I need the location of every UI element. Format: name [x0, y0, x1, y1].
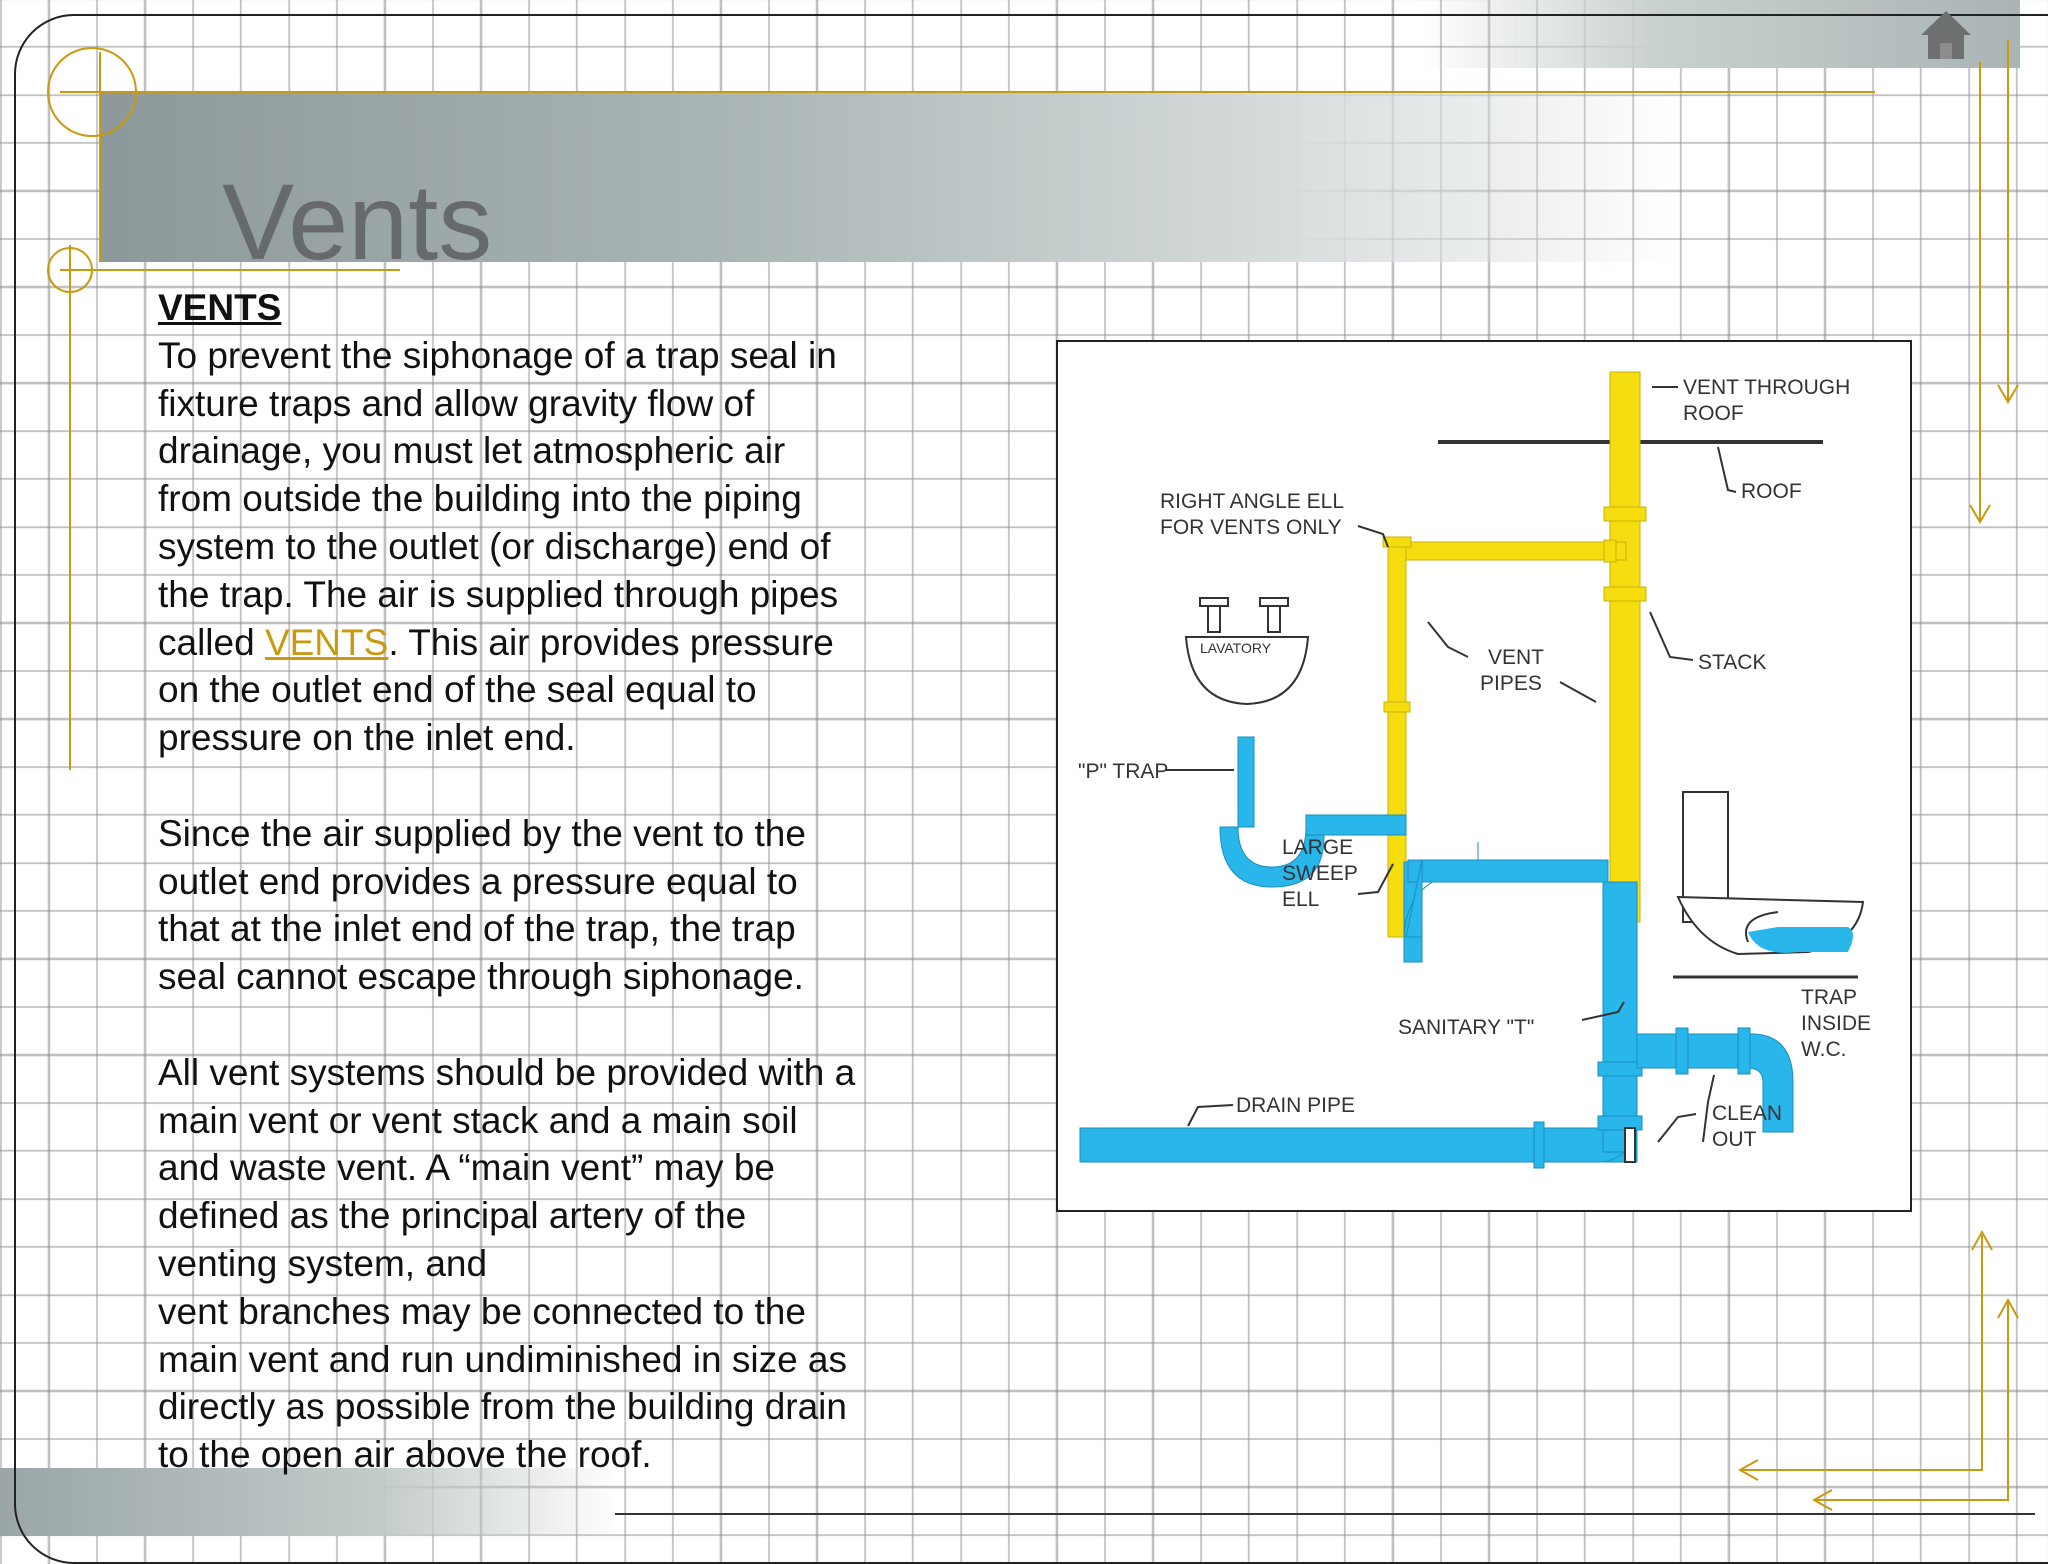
large-sweep-ell-label: ELL [1282, 888, 1319, 911]
body-line: Since the air supplied by the vent to th… [158, 812, 806, 854]
body-line: directly as possible from the building d… [158, 1386, 847, 1428]
clean-out-label: CLEAN [1712, 1102, 1782, 1125]
drain-pipes [1079, 736, 1794, 1169]
right-angle-ell-label: FOR VENTS ONLY [1160, 516, 1342, 539]
section-heading: VENTS [158, 287, 282, 328]
body-line: on the outlet end of the seal equal to [158, 669, 757, 711]
title-band [100, 92, 1680, 262]
body-line: main vent and run undiminished in size a… [158, 1338, 847, 1380]
paragraph-gap [158, 762, 918, 810]
body-line: system to the outlet (or discharge) end … [158, 525, 831, 567]
clean-out-label: OUT [1712, 1128, 1757, 1151]
body-text: VENTS To prevent the siphonage of a trap… [158, 284, 918, 1479]
paragraph-gap [158, 1001, 918, 1049]
body-line: the trap. The air is supplied through pi… [158, 573, 839, 615]
body-line: seal cannot escape through siphonage. [158, 956, 804, 998]
lavatory-label: LAVATORY [1200, 640, 1272, 656]
home-button[interactable] [1915, 0, 1977, 66]
body-text-segment: . This air provides pressure [388, 621, 834, 663]
vent-pipes-label: PIPES [1480, 672, 1542, 695]
clean-out-plug [1624, 1127, 1636, 1163]
trap-inside-wc-label: W.C. [1801, 1038, 1847, 1061]
toilet-water [1748, 927, 1853, 953]
bottom-decor-band [0, 1468, 620, 1536]
roof-label: ROOF [1741, 480, 1802, 503]
vent-pipes-label: VENT [1488, 646, 1544, 669]
body-line: and waste vent. A “main vent” may be [158, 1147, 775, 1189]
vent-through-roof-label: VENT THROUGH [1683, 376, 1850, 399]
large-sweep-ell-label: SWEEP [1282, 862, 1358, 885]
p-trap-label: "P" TRAP [1078, 760, 1168, 783]
body-line: pressure on the inlet end. [158, 717, 576, 759]
body-line: venting system, and [158, 1242, 488, 1284]
trap-inside-wc-label: TRAP [1801, 986, 1857, 1009]
body-line: outlet end provides a pressure equal to [158, 860, 798, 902]
vent-riser [1387, 541, 1407, 938]
vent-through-roof-label: ROOF [1683, 402, 1744, 425]
body-line: from outside the building into the pipin… [158, 478, 802, 520]
right-angle-ell-label: RIGHT ANGLE ELL [1160, 490, 1344, 513]
stack-label: STACK [1698, 651, 1766, 674]
lavatory-icon [1184, 597, 1310, 706]
body-line: vent branches may be connected to the [158, 1290, 806, 1332]
body-line: To prevent the siphonage of a trap seal … [158, 334, 837, 376]
vent-diagram: LAVATORY VENT THROUGH ROOF [1056, 340, 1912, 1212]
trap-inside-wc-label: INSIDE [1801, 1012, 1871, 1035]
top-decor-band [1420, 0, 2020, 68]
vent-stack-yellow [1609, 371, 1641, 923]
vent-pipes [1382, 371, 1647, 938]
body-text-segment: called [158, 621, 265, 663]
vent-horizontal [1387, 541, 1627, 561]
bottom-divider [615, 1513, 2035, 1515]
body-line: fixture traps and allow gravity flow of [158, 382, 755, 424]
home-icon [1921, 11, 1971, 59]
sanitary-t-label: SANITARY "T" [1398, 1016, 1534, 1039]
stack-lower-blue [1602, 881, 1638, 1153]
body-line: main vent or vent stack and a main soil [158, 1099, 798, 1141]
body-line: defined as the principal artery of the [158, 1195, 747, 1237]
body-line: All vent systems should be provided with… [158, 1051, 856, 1093]
body-line: to the open air above the roof. [158, 1434, 652, 1476]
body-line: that at the inlet end of the trap, the t… [158, 908, 796, 950]
large-sweep-ell-label: LARGE [1282, 836, 1353, 859]
slide-title: Vents [222, 161, 493, 282]
body-line: drainage, you must let atmospheric air [158, 430, 786, 472]
vents-link[interactable]: VENTS [264, 621, 389, 663]
drain-pipe-label: DRAIN PIPE [1236, 1094, 1355, 1117]
body-line-with-link: called VENTS. This air provides pressure [158, 619, 918, 667]
